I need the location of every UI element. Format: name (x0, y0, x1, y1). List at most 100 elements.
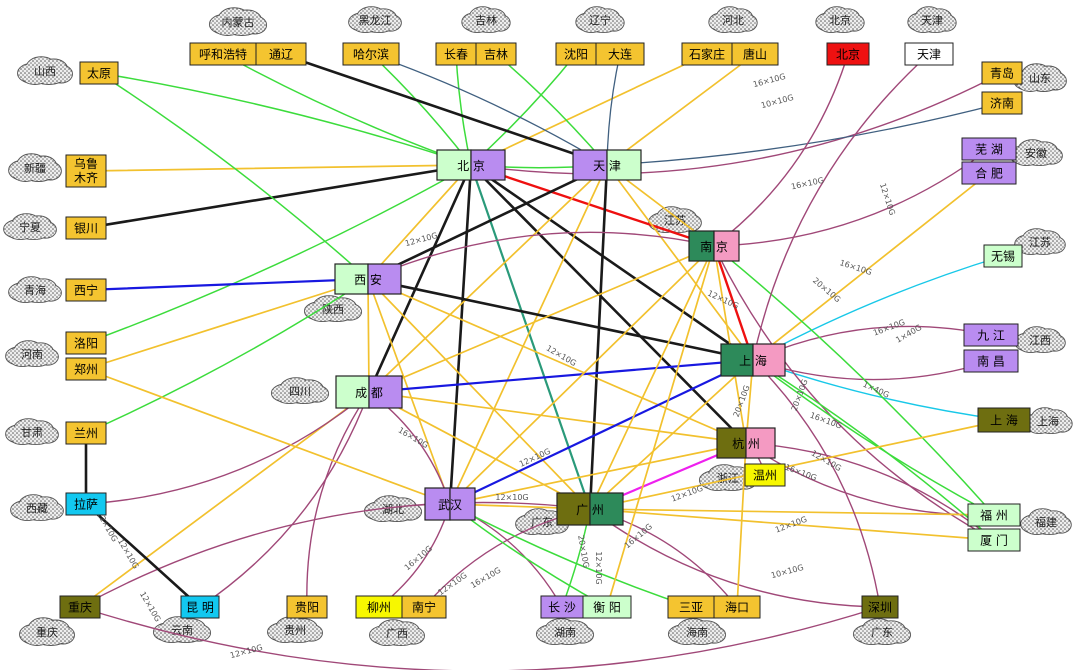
cloud-c_sd: 山东 (1013, 63, 1067, 92)
link-beijing-shijiazhuang (470, 53, 708, 166)
city-node-xiamen[interactable]: 厦 门 (967, 528, 1021, 552)
link-beijing-yinchuan (84, 163, 473, 230)
city-node-changchun[interactable]: 长春 (435, 42, 477, 66)
hub-node-tianjin[interactable]: 天 津 (572, 149, 642, 181)
city-box (967, 503, 1021, 527)
city-node-taiyuan[interactable]: 太原 (79, 61, 119, 85)
city-node-hengyang[interactable]: 衡 阳 (582, 595, 632, 619)
city-box (731, 42, 779, 66)
city-node-hefei[interactable]: 合 肥 (961, 161, 1017, 185)
hub-node-xian[interactable]: 西 安 (334, 263, 402, 295)
city-node-nanning[interactable]: 南宁 (401, 595, 447, 619)
edge-labels-layer: 16×10G10×10G16×10G12×10G12×10G16×10G20×1… (95, 72, 923, 660)
city-node-wulumuqi[interactable]: 乌鲁木齐 (65, 154, 107, 188)
cloud-c_hb: 湖北 (363, 495, 423, 523)
cloud-label: 广西 (386, 627, 408, 640)
city-label: 长 沙 (548, 601, 576, 615)
link-tianjin-chengdu (368, 164, 608, 393)
city-node-jiujiang[interactable]: 九 江 (963, 323, 1019, 347)
city-label: 南宁 (412, 600, 436, 615)
city-box (595, 42, 645, 66)
hub-node-beijing[interactable]: 北 京 (436, 149, 506, 181)
city-node-tangshan[interactable]: 唐山 (731, 42, 779, 66)
capacity-label: 16×10G (469, 566, 502, 590)
city-node-luoyang[interactable]: 洛阳 (65, 331, 107, 355)
city-label: 长春 (444, 48, 468, 62)
cloud-c_sc-shape (270, 377, 330, 405)
city-node-shenzhen[interactable]: 深圳 (861, 595, 899, 619)
city-node-guiyang[interactable]: 贵阳 (286, 595, 328, 619)
city-node-jilin[interactable]: 吉林 (475, 42, 517, 66)
city-node-beijing_top[interactable]: 北京 (826, 42, 870, 66)
city-node-xining[interactable]: 西宁 (65, 278, 107, 302)
cloud-c_heb: 河北 (708, 6, 758, 34)
cloud-c_tj: 天津 (907, 6, 957, 34)
city-node-changsha[interactable]: 长 沙 (540, 595, 584, 619)
city-node-tongliao[interactable]: 通辽 (255, 42, 307, 66)
city-node-wuxi[interactable]: 无锡 (983, 244, 1023, 268)
cloud-c_hun-shape (535, 618, 595, 646)
cloud-c_xz: 西藏 (10, 494, 64, 522)
cloud-c_shx: 陕西 (303, 295, 363, 323)
cloud-c_js_r-shape (1014, 228, 1066, 256)
capacity-label: 12×10G (594, 551, 603, 584)
capacity-label: 10×10G (770, 563, 804, 580)
city-node-shijiazhuang[interactable]: 石家庄 (681, 42, 733, 66)
cloud-c_ah: 安徽 (1009, 139, 1063, 167)
cloud-c_bj: 北京 (815, 6, 865, 34)
city-node-sanya[interactable]: 三亚 (667, 595, 715, 619)
city-node-kunming[interactable]: 昆 明 (180, 595, 220, 619)
cloud-label: 贵州 (284, 624, 306, 637)
cloud-label: 上海 (1037, 414, 1059, 428)
city-node-nanchang[interactable]: 南 昌 (963, 349, 1019, 373)
hub-node-hangzhou[interactable]: 杭 州 (716, 427, 776, 459)
city-node-wenzhou[interactable]: 温州 (744, 463, 786, 487)
city-node-zhengzhou[interactable]: 郑州 (65, 357, 107, 381)
city-node-wuhu[interactable]: 芜 湖 (961, 137, 1017, 161)
hub-label: 杭 州 (732, 436, 760, 451)
cloud-label: 天津 (921, 14, 943, 27)
link-beijing-shanghai (469, 163, 755, 362)
city-node-huhehaote[interactable]: 呼和浩特 (189, 42, 257, 66)
cloud-c_jx: 江西 (1014, 326, 1066, 354)
city-node-qingdao[interactable]: 青岛 (981, 61, 1023, 85)
link-nanjing-fuzhou (713, 245, 995, 516)
city-box (713, 595, 761, 619)
hub-node-chengdu[interactable]: 成 都 (335, 375, 403, 409)
link-shanghai-xiamen (752, 359, 995, 541)
hub-node-wuhan[interactable]: 武汉 (424, 487, 476, 521)
hub-label: 西 安 (354, 272, 382, 287)
city-node-yinchuan[interactable]: 银川 (65, 216, 107, 240)
link-wuhan-sanya (449, 503, 692, 608)
city-node-haerbin[interactable]: 哈尔滨 (342, 42, 400, 66)
cloud-label: 江西 (1029, 334, 1051, 347)
hub-node-guangzhou[interactable]: 广 州 (556, 492, 624, 526)
city-node-tianjin_top[interactable]: 天津 (904, 42, 954, 66)
city-node-liuzhou[interactable]: 柳州 (355, 595, 403, 619)
city-node-chongqing[interactable]: 重庆 (59, 595, 101, 619)
city-node-jinan[interactable]: 济南 (981, 91, 1023, 115)
hub-node-shanghai[interactable]: 上 海 (720, 343, 786, 377)
hub-node-nanjing[interactable]: 南 京 (688, 230, 740, 262)
link-nanjing-hengyang (606, 245, 715, 608)
city-node-shenyang[interactable]: 沈阳 (555, 42, 597, 66)
city-box (861, 595, 899, 619)
link-xian-zhengzhou (85, 278, 369, 370)
cloud-c_fj-shape (1020, 508, 1072, 536)
city-label: 青岛 (990, 66, 1014, 81)
city-node-shanghai_r[interactable]: 上 海 (977, 407, 1031, 433)
city-label: 西宁 (74, 283, 98, 298)
city-node-lanzhou[interactable]: 兰州 (65, 421, 107, 445)
city-box (475, 42, 517, 66)
city-label: 昆 明 (186, 601, 214, 615)
city-node-haikou[interactable]: 海口 (713, 595, 761, 619)
cloud-c_hen-shape (5, 340, 59, 368)
link-xian-taiyuan (98, 72, 369, 280)
link-xian-lanzhou (85, 278, 369, 434)
link-guangzhou-shanghai (589, 359, 754, 510)
city-label: 柳州 (367, 601, 391, 615)
city-node-fuzhou[interactable]: 福 州 (967, 503, 1021, 527)
city-node-lasa[interactable]: 拉萨 (65, 492, 107, 516)
city-node-dalian[interactable]: 大连 (595, 42, 645, 66)
